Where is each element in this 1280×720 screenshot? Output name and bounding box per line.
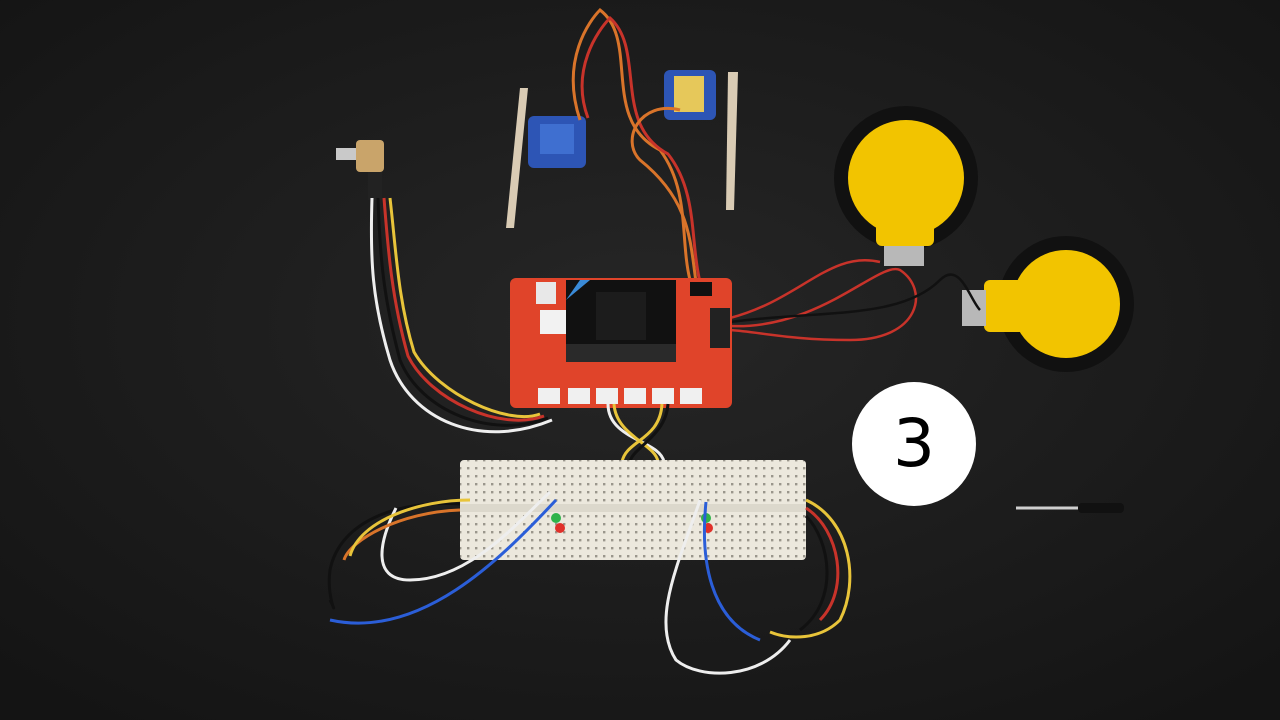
board-to-breadboard-wires (606, 403, 670, 463)
motor-wires (729, 259, 981, 342)
servo-wires (571, 8, 702, 283)
right-sensor-wires (664, 498, 852, 675)
bottom-wheel (962, 236, 1134, 372)
left-sensor-wires (327, 490, 558, 625)
right-servo (664, 70, 738, 210)
left-servo (506, 88, 586, 228)
screwdriver (1016, 503, 1124, 513)
expansion-board (510, 278, 732, 408)
potentiometer (336, 140, 384, 200)
step-number-badge: 3 (852, 382, 976, 506)
potentiometer-wires (369, 197, 553, 434)
top-wheel (834, 106, 978, 266)
step-number: 3 (893, 405, 935, 482)
